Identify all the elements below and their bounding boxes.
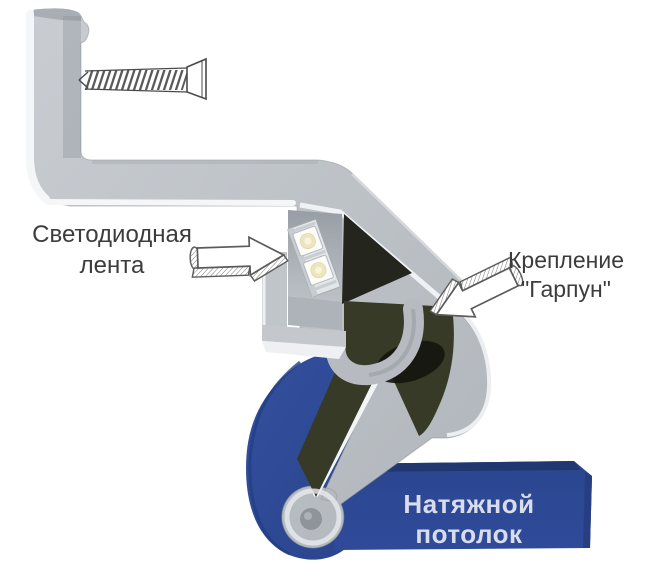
- led-strip-label-line2: лента: [79, 252, 145, 279]
- harpoon-label: Крепление "Гарпун": [486, 246, 646, 304]
- profile-bracket: [26, 8, 492, 549]
- led-strip: [287, 218, 341, 298]
- ceiling-fabric-band: [334, 461, 592, 550]
- led-strip-label: Светодиодная лента: [20, 219, 204, 281]
- ceiling-band-label: Натяжной потолок: [403, 489, 535, 549]
- led-strip-label-line1: Светодиодная: [32, 221, 192, 248]
- led-chip: [292, 225, 324, 257]
- led-chip: [303, 254, 334, 286]
- profile-curl: [284, 488, 342, 546]
- harpoon-label-line1: Крепление: [508, 247, 624, 273]
- screw-icon: [78, 57, 207, 101]
- harpoon-cavity: [297, 299, 454, 497]
- profile-opening-dark: [342, 214, 412, 304]
- harpoon-label-line2: "Гарпун": [521, 276, 611, 302]
